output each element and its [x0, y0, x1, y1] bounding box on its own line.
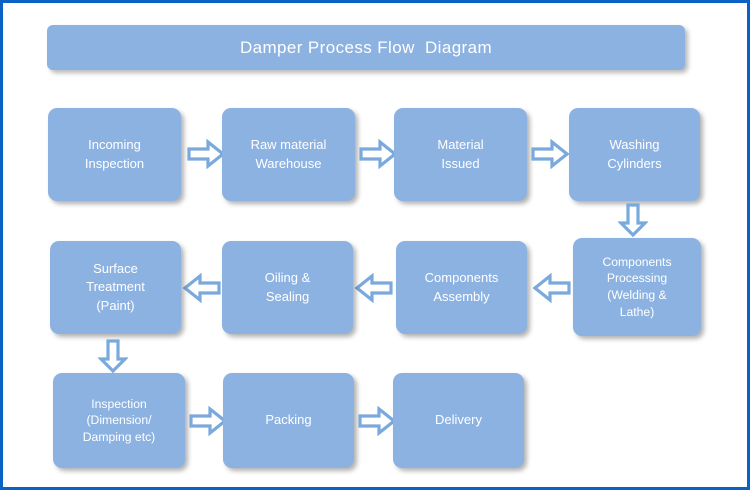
node-label: Inspection (Dimension/ Damping etc): [82, 396, 156, 444]
arrow-surface-to-inspection: [98, 339, 128, 373]
node-label: Packing: [265, 412, 312, 428]
node-surface-treatment[interactable]: Surface Treatment (Paint): [50, 241, 181, 334]
node-packing[interactable]: Packing: [223, 373, 354, 468]
node-label: Incoming Inspection: [84, 137, 145, 171]
node-oiling-sealing[interactable]: Oiling & Sealing: [222, 241, 353, 334]
arrow-assembly-to-oiling: [355, 273, 393, 303]
node-label: Raw material Warehouse: [250, 137, 327, 171]
node-washing-cylinders[interactable]: Washing Cylinders: [569, 108, 700, 201]
arrow-raw-to-material: [359, 139, 397, 169]
arrow-packing-to-delivery: [358, 406, 396, 436]
node-raw-material-warehouse[interactable]: Raw material Warehouse: [222, 108, 355, 201]
arrow-material-to-washing: [531, 139, 569, 169]
arrow-oiling-to-surface: [183, 273, 221, 303]
node-label: Surface Treatment (Paint): [86, 260, 145, 313]
node-material-issued[interactable]: Material Issued: [394, 108, 527, 201]
diagram-title: Damper Process Flow Diagram: [239, 37, 493, 57]
node-inspection-dimension[interactable]: Inspection (Dimension/ Damping etc): [53, 373, 185, 468]
node-label: Delivery: [435, 412, 482, 428]
node-components-processing[interactable]: Components Processing (Welding & Lathe): [573, 238, 701, 336]
arrow-inspection-to-packing: [189, 406, 227, 436]
diagram-title-banner: Damper Process Flow Diagram: [47, 25, 685, 70]
node-label: Material Issued: [437, 137, 484, 171]
node-label: Oiling & Sealing: [264, 270, 311, 304]
node-incoming-inspection[interactable]: Incoming Inspection: [48, 108, 181, 201]
node-label: Components Processing (Welding & Lathe): [602, 254, 672, 319]
node-label: Washing Cylinders: [607, 137, 662, 171]
node-delivery[interactable]: Delivery: [393, 373, 524, 468]
node-components-assembly[interactable]: Components Assembly: [396, 241, 527, 334]
arrow-incoming-to-raw: [187, 139, 225, 169]
node-label: Components Assembly: [424, 270, 499, 304]
arrow-washing-to-processing: [618, 203, 648, 237]
arrow-processing-to-assembly: [533, 273, 571, 303]
